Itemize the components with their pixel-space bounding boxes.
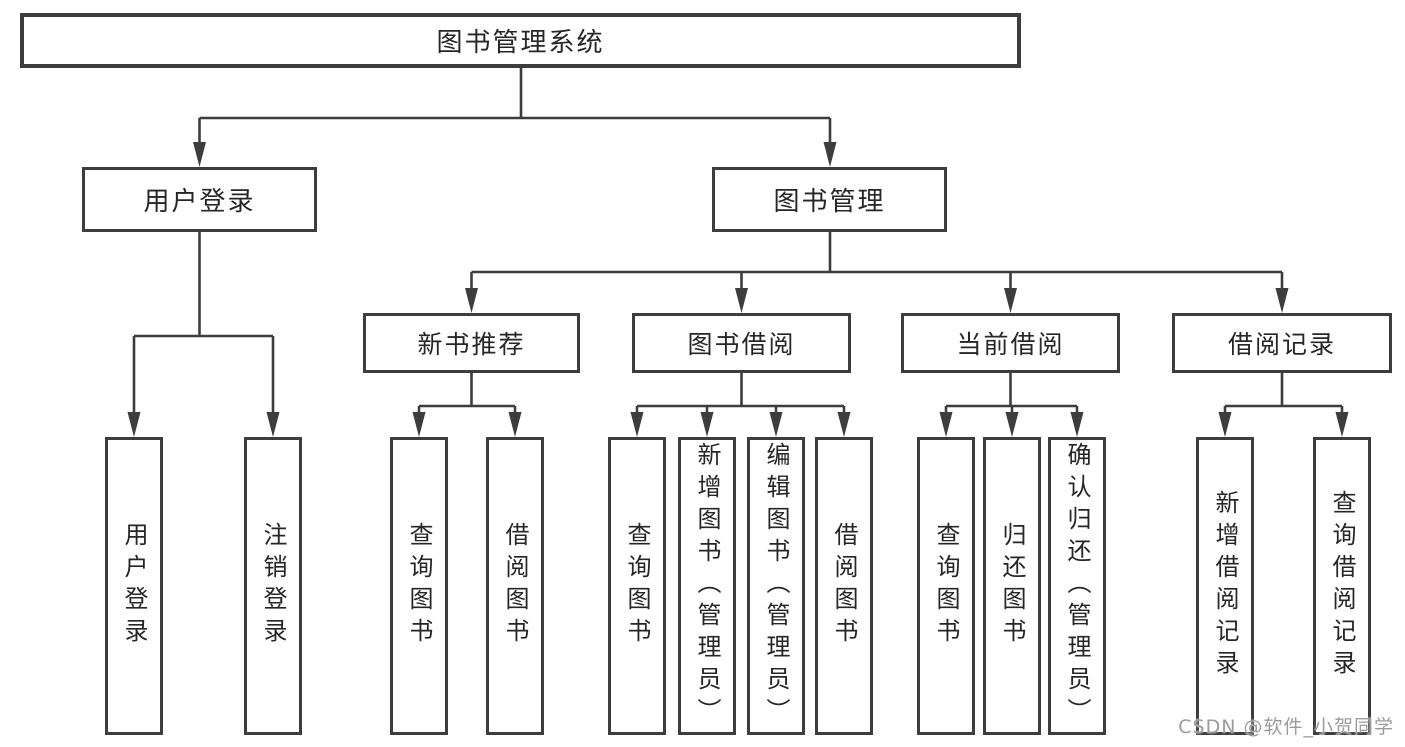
node-borrow-records-label: 借阅记录 xyxy=(1227,330,1336,359)
connector-current-borrow-to-leaves xyxy=(939,373,1084,437)
leaf-bb-borrow-books: 借阅图书 xyxy=(815,437,873,735)
connector-borrow-records-to-leaves xyxy=(1218,373,1349,437)
leaf-bb-add-books-admin-label: 新增图书（管理员） xyxy=(693,442,721,730)
watermark: CSDN @软件_小贺同学 xyxy=(1178,716,1394,738)
leaf-bb-query-books-label: 查询图书 xyxy=(623,522,651,650)
node-root-label: 图书管理系统 xyxy=(436,28,605,58)
leaf-nbr-query-books: 查询图书 xyxy=(390,437,448,735)
leaf-bb-borrow-books-label: 借阅图书 xyxy=(830,522,858,650)
leaf-cb-return-books-label: 归还图书 xyxy=(998,522,1026,650)
leaf-user-login: 用户登录 xyxy=(105,437,163,735)
node-current-borrow-label: 当前借阅 xyxy=(956,330,1065,359)
node-new-book-recommend-label: 新书推荐 xyxy=(417,330,526,359)
leaf-cb-query-books-label: 查询图书 xyxy=(932,522,960,650)
leaf-cb-query-books: 查询图书 xyxy=(917,437,975,735)
leaf-br-query-record-label: 查询借阅记录 xyxy=(1328,490,1356,682)
leaf-user-login-label: 用户登录 xyxy=(120,522,148,650)
leaf-cb-confirm-return-admin-label: 确认归还（管理员） xyxy=(1063,442,1091,730)
leaf-logout-label: 注销登录 xyxy=(259,522,287,650)
node-root: 图书管理系统 xyxy=(20,13,1021,68)
node-book-borrow: 图书借阅 xyxy=(632,313,851,373)
connector-user-login-to-leaves xyxy=(127,232,280,437)
node-book-management-label: 图书管理 xyxy=(773,187,886,217)
node-new-book-recommend: 新书推荐 xyxy=(363,313,580,373)
leaf-logout: 注销登录 xyxy=(244,437,302,735)
leaf-bb-query-books: 查询图书 xyxy=(608,437,666,735)
node-book-management: 图书管理 xyxy=(712,167,947,232)
node-user-login-label: 用户登录 xyxy=(143,187,256,217)
node-borrow-records: 借阅记录 xyxy=(1172,313,1392,373)
leaf-bb-edit-books-admin: 编辑图书（管理员） xyxy=(747,437,805,735)
leaf-nbr-borrow-books-label: 借阅图书 xyxy=(501,522,529,650)
leaf-bb-edit-books-admin-label: 编辑图书（管理员） xyxy=(762,442,790,730)
leaf-br-query-record: 查询借阅记录 xyxy=(1313,437,1371,735)
leaf-nbr-query-books-label: 查询图书 xyxy=(405,522,433,650)
connector-new-book-recommend-to-leaves xyxy=(412,373,522,437)
node-book-borrow-label: 图书借阅 xyxy=(687,330,796,359)
node-current-borrow: 当前借阅 xyxy=(901,313,1120,373)
connector-book-borrow-to-leaves xyxy=(630,373,851,437)
leaf-bb-add-books-admin: 新增图书（管理员） xyxy=(678,437,736,735)
leaf-cb-confirm-return-admin: 确认归还（管理员） xyxy=(1048,437,1106,735)
leaf-nbr-borrow-books: 借阅图书 xyxy=(486,437,544,735)
node-user-login: 用户登录 xyxy=(82,167,317,232)
connector-root-to-level1 xyxy=(193,66,837,167)
connector-book-management-to-level2 xyxy=(465,232,1289,313)
leaf-br-add-record: 新增借阅记录 xyxy=(1196,437,1254,735)
leaf-cb-return-books: 归还图书 xyxy=(983,437,1041,735)
leaf-br-add-record-label: 新增借阅记录 xyxy=(1211,490,1239,682)
